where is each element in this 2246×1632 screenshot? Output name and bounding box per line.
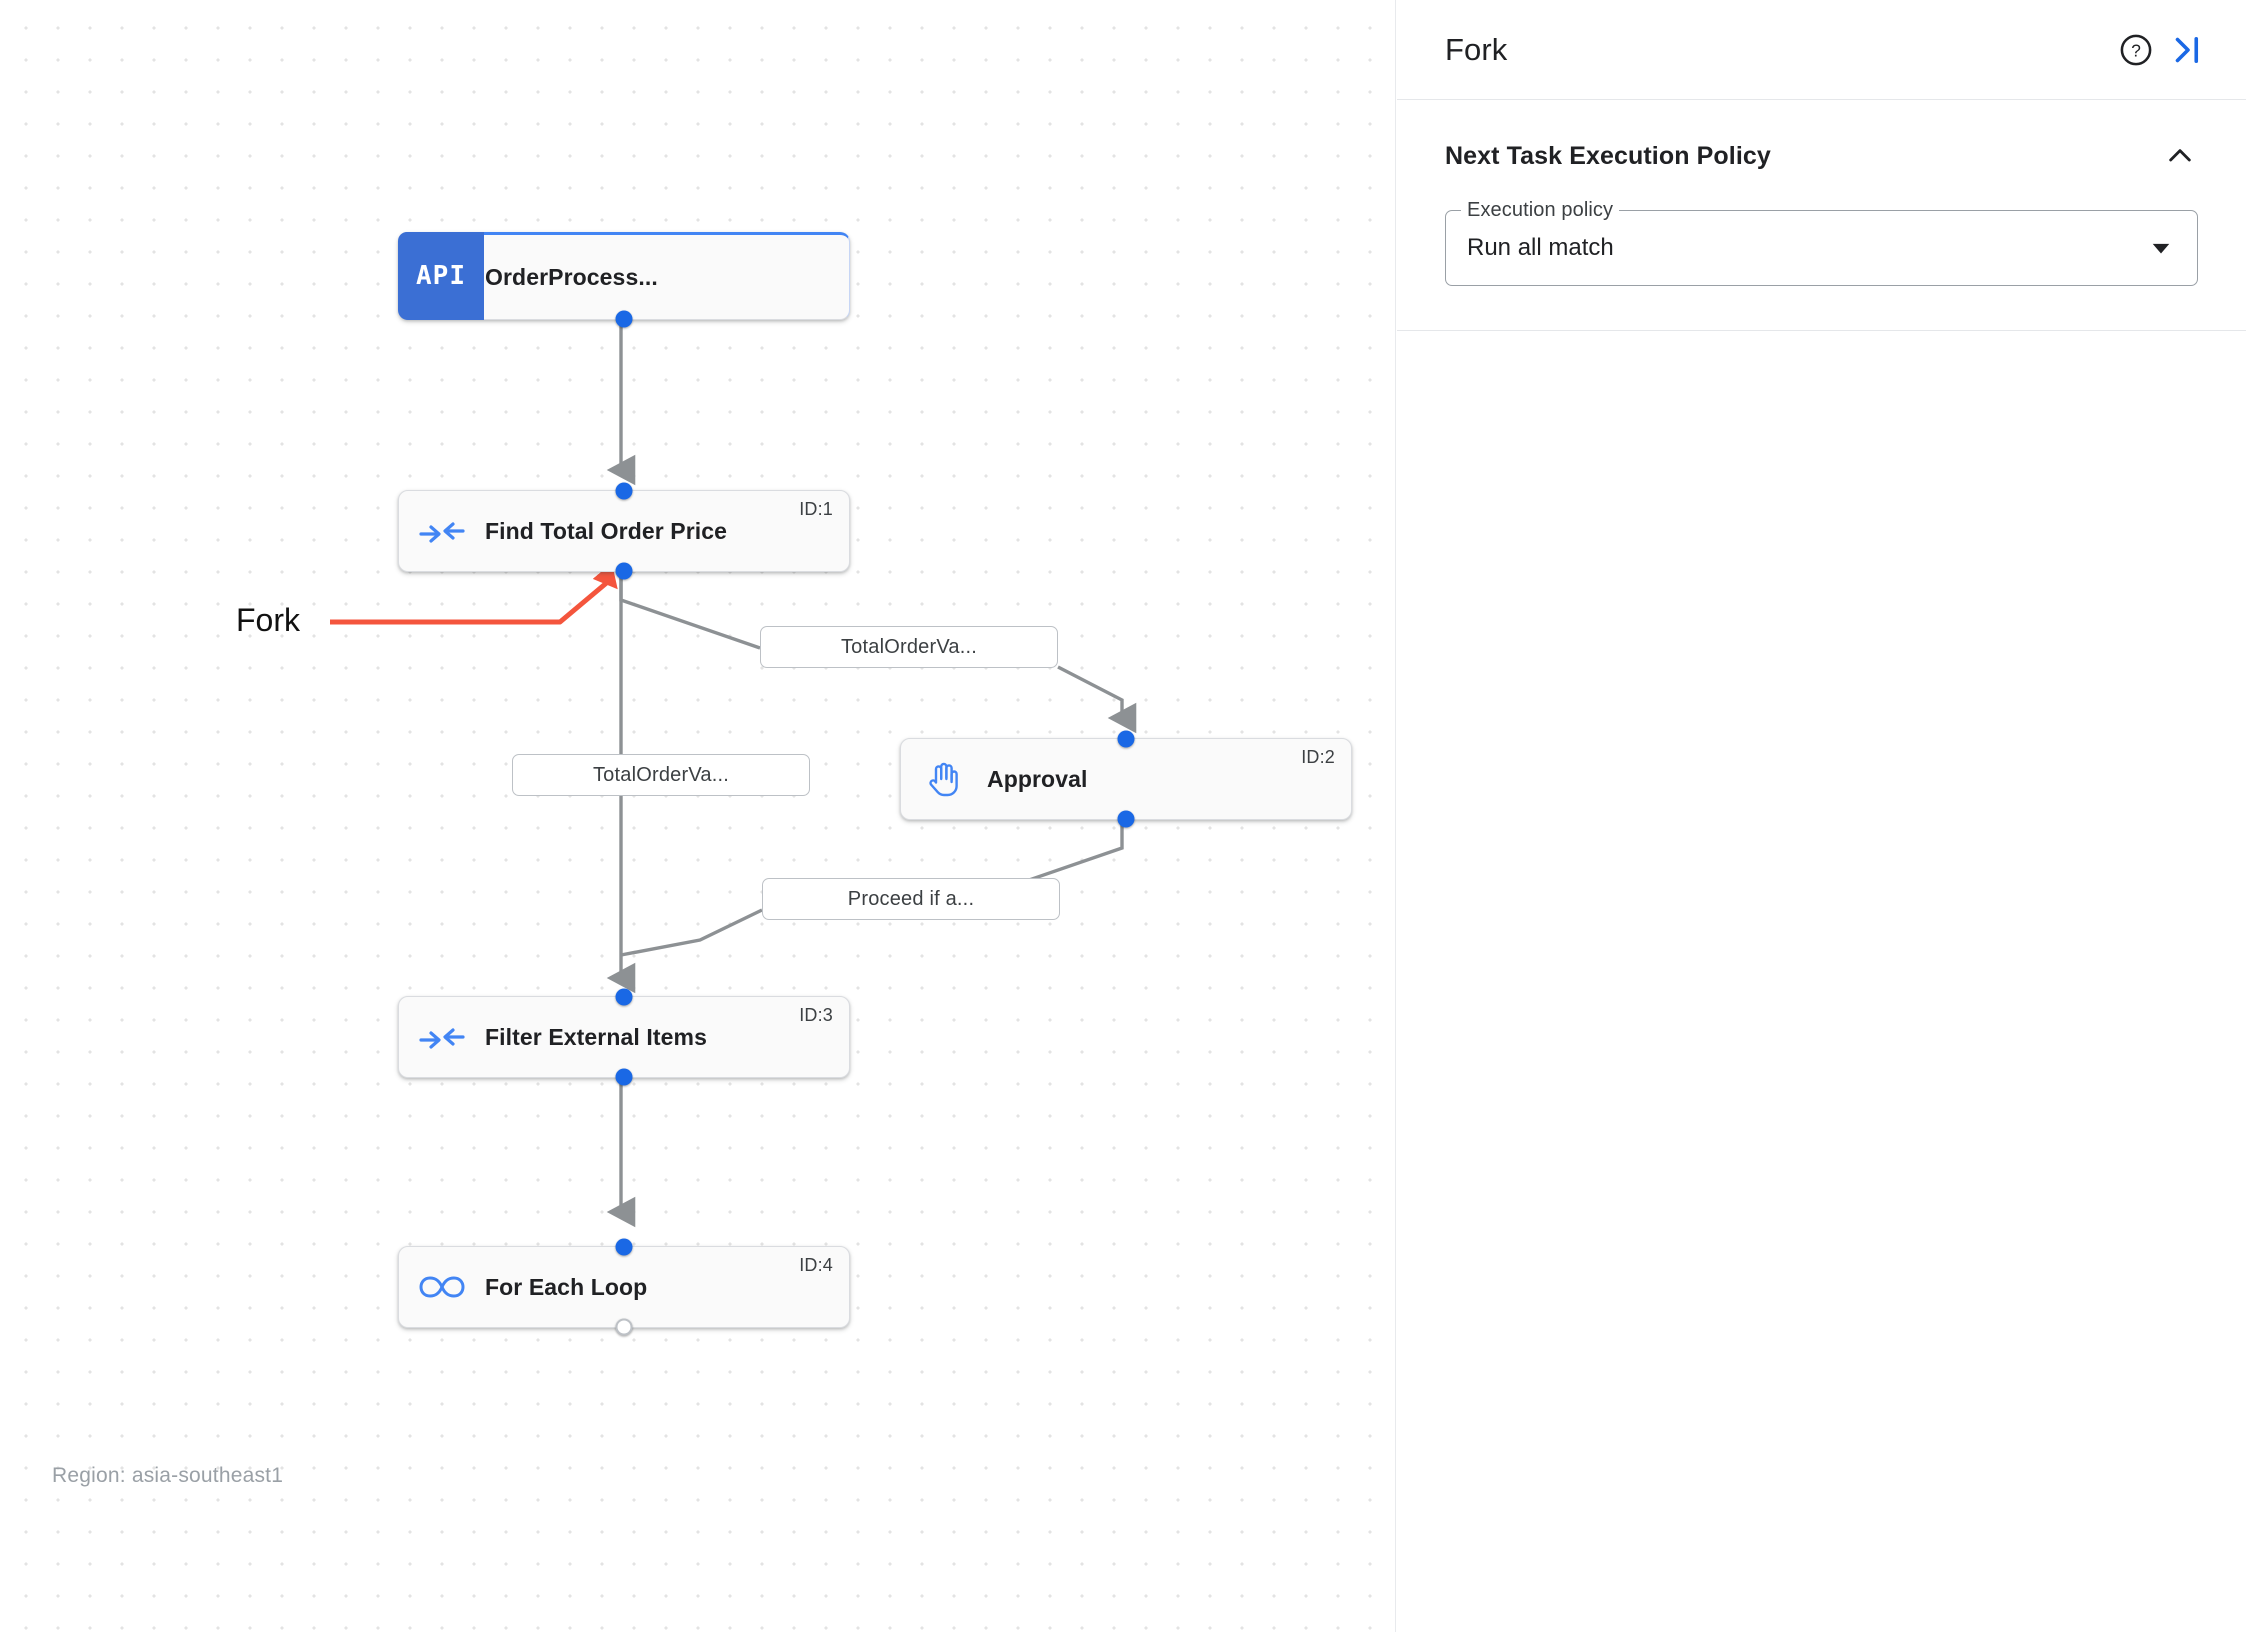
node-approval[interactable]: Approval ID:2: [900, 730, 1352, 828]
node-handle-bottom[interactable]: [615, 310, 633, 328]
workflow-canvas[interactable]: API OrderProcess... Find Total Order Pri…: [0, 0, 1396, 1632]
node-handle-bottom[interactable]: [615, 1068, 633, 1086]
api-icon: API: [398, 232, 484, 320]
edge-label[interactable]: TotalOrderVa...: [512, 754, 810, 796]
execution-policy-value: Run all match: [1467, 234, 1614, 261]
infinity-icon: [399, 1247, 485, 1327]
edge-label[interactable]: Proceed if a...: [762, 878, 1060, 920]
panel-header: Fork ?: [1397, 0, 2246, 100]
node-title: OrderProcess...: [485, 263, 658, 290]
hand-icon: [901, 739, 987, 819]
node-order-process[interactable]: API OrderProcess...: [398, 232, 850, 328]
node-handle-bottom[interactable]: [615, 562, 633, 580]
execution-policy-select[interactable]: Execution policy Run all match: [1445, 199, 2198, 286]
region-label: Region: asia-southeast1: [52, 1464, 284, 1487]
node-title: Approval: [987, 765, 1088, 792]
node-handle-top[interactable]: [615, 988, 633, 1006]
node-handle-top[interactable]: [615, 482, 633, 500]
node-handle-bottom[interactable]: [615, 1318, 633, 1336]
node-title: Filter External Items: [485, 1023, 707, 1050]
api-icon-label: API: [416, 261, 466, 291]
node-title: Find Total Order Price: [485, 517, 728, 544]
node-find-total-order-price[interactable]: Find Total Order Price ID:1: [398, 482, 850, 580]
node-id-badge: ID:2: [1301, 747, 1335, 767]
node-id-badge: ID:4: [799, 1255, 833, 1275]
panel-title: Fork: [1445, 31, 1508, 67]
help-circle-icon[interactable]: ?: [2110, 24, 2162, 76]
annotation-label: Fork: [236, 602, 300, 638]
node-for-each-loop[interactable]: For Each Loop ID:4: [398, 1238, 850, 1336]
node-handle-top[interactable]: [615, 1238, 633, 1256]
node-title: For Each Loop: [485, 1273, 648, 1300]
collapse-panel-right-icon[interactable]: [2162, 24, 2214, 76]
node-filter-external-items[interactable]: Filter External Items ID:3: [398, 988, 850, 1086]
node-handle-top[interactable]: [1117, 730, 1135, 748]
execution-policy-label: Execution policy: [1461, 199, 1620, 221]
merge-arrows-icon: [399, 491, 485, 571]
node-id-badge: ID:3: [799, 1005, 833, 1025]
section-title: Next Task Execution Policy: [1445, 141, 1771, 170]
merge-arrows-icon: [399, 997, 485, 1077]
chevron-down-icon[interactable]: [2150, 210, 2172, 286]
node-handle-bottom[interactable]: [1117, 810, 1135, 828]
node-id-badge: ID:1: [799, 499, 833, 519]
properties-panel: Fork ? Next Task Execution Policy: [1397, 0, 2246, 1632]
edge-label[interactable]: TotalOrderVa...: [760, 626, 1058, 668]
svg-text:?: ?: [2131, 40, 2141, 60]
section-header[interactable]: Next Task Execution Policy: [1445, 138, 2198, 174]
chevron-up-icon[interactable]: [2162, 138, 2198, 174]
next-task-execution-policy-section: Next Task Execution Policy Execution pol…: [1397, 100, 2246, 331]
canvas-right-border: [1395, 0, 1396, 1632]
